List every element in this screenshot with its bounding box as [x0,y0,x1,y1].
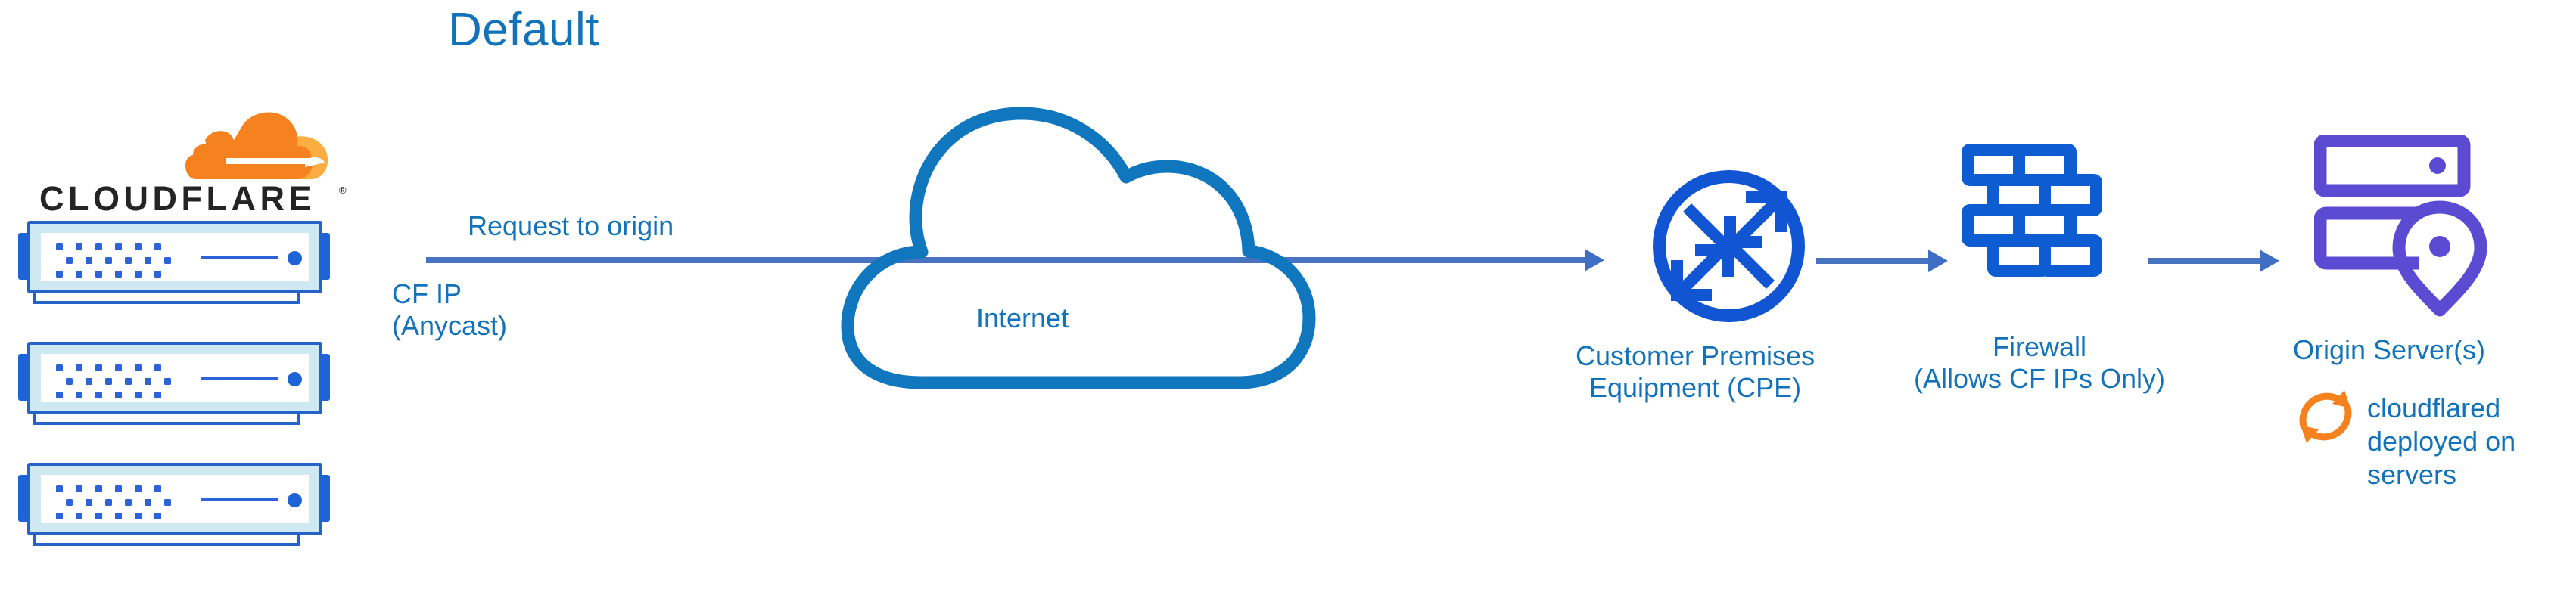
cloudflared-line-2: deployed on [2367,426,2516,457]
server-status-line [201,377,278,380]
server-front-panel [41,475,309,523]
connector-edge-to-cpe [426,257,1588,263]
connector-label-request-to-origin: Request to origin [468,210,674,241]
origin-server-pin-icon [2313,134,2488,320]
wordmark-text: CLOUDFLARE [39,180,316,218]
page-title: Default [448,4,599,56]
server-power-led [288,251,302,265]
arrowhead-edge-to-cpe [1585,249,1604,271]
server-chassis [27,221,322,293]
arrowhead-cpe-to-firewall [1928,250,1948,272]
rack-server-icon [17,460,333,549]
server-status-line [201,498,278,501]
rack-server-icon [17,218,333,307]
connector-sublabel-cf-ip: CF IP(Anycast) [392,278,507,342]
brick-wall-icon [1962,144,2109,295]
server-power-led [288,493,302,507]
cf-ip-line-1: CF IP [392,278,462,309]
server-front-panel [41,354,309,402]
router-icon [1651,169,1806,324]
server-front-panel [41,233,309,281]
rack-server-icon [17,339,333,428]
cpe-line-1: Customer Premises [1576,340,1815,371]
cloudflared-line-1: cloudflared [2367,392,2501,423]
server-chassis [27,342,322,414]
node-label-origin-server: Origin Server(s) [2293,334,2486,365]
firewall-line-1: Firewall [1992,331,2086,362]
cf-ip-line-2: (Anycast) [392,310,508,341]
arrowhead-firewall-to-origin [2260,250,2279,272]
connector-cpe-to-firewall [1816,258,1931,264]
connector-firewall-to-origin [2148,258,2263,264]
cloudflared-line-3: servers [2367,459,2457,490]
server-status-line [201,256,278,259]
cloudflare-cloud-logo-icon [178,108,337,182]
sync-refresh-icon [2291,383,2360,451]
node-label-internet: Internet [976,302,1069,333]
server-chassis [27,463,322,535]
cloud-icon [831,97,1330,392]
server-power-led [288,372,302,386]
cpe-line-2: Equipment (CPE) [1588,372,1802,403]
registered-mark: ® [339,185,347,196]
firewall-line-2: (Allows CF IPs Only) [1913,363,2166,394]
cloudflare-wordmark: CLOUDFLARE ® [39,179,351,218]
